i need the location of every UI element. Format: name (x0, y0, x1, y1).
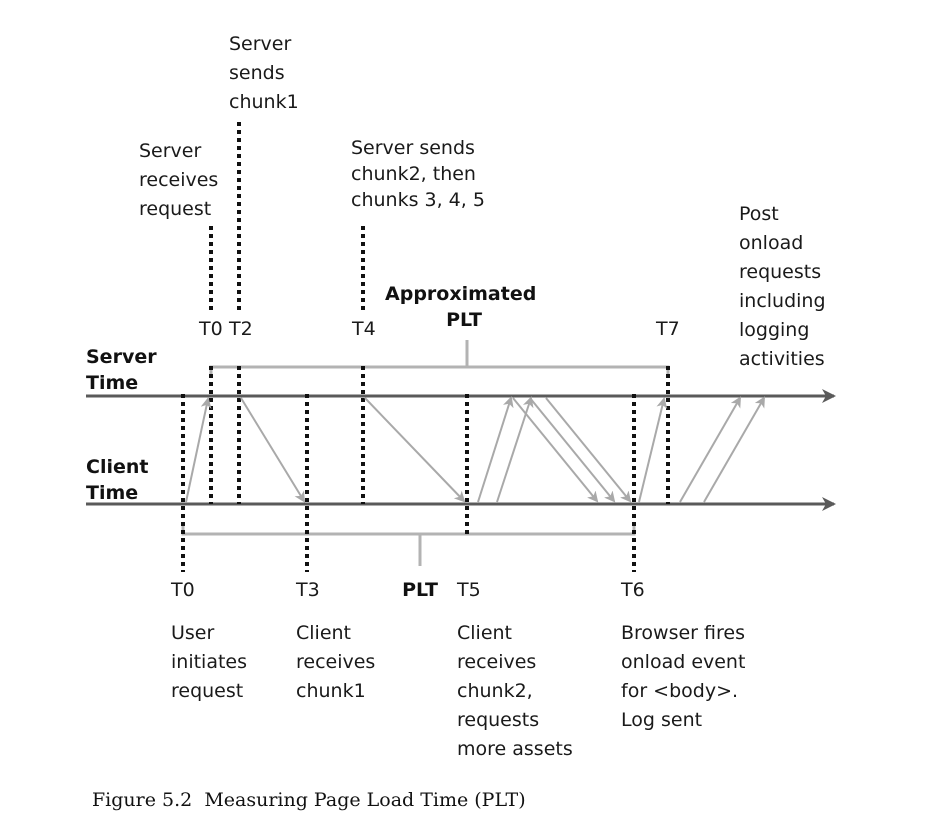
arrow-request (185, 397, 212, 503)
desc-t0: User initiates request (171, 622, 253, 702)
desc-t6: Browser fires onload event for <body>. L… (621, 622, 751, 731)
arrow-chunk3 (512, 397, 599, 503)
event-markers (181, 122, 670, 572)
approximated-plt-bracket (209, 340, 670, 378)
message-arrows (185, 396, 765, 503)
server-timeline: Server Time (86, 346, 836, 403)
desc-t5: Client receives chunk2, requests more as… (457, 622, 573, 760)
label-t0: T0 (170, 579, 195, 601)
desc-t3: Client receives chunk1 (296, 622, 381, 702)
arrow-asset-req-1 (477, 396, 514, 503)
arrow-asset-req-2 (496, 396, 534, 503)
label-t6: T6 (620, 579, 645, 601)
approximated-plt-label: Approximated PLT (385, 283, 543, 331)
arrow-chunk5 (545, 397, 632, 503)
arrow-chunk1 (240, 397, 306, 503)
label-t2: T2 (228, 318, 253, 340)
server-time-label: Server Time (86, 346, 163, 394)
label-t5: T5 (456, 579, 481, 601)
figure-caption: Figure 5.2 Measuring Page Load Time (PLT… (92, 789, 526, 811)
desc-t2: Server sends chunk1 (229, 33, 299, 113)
label-t3: T3 (295, 579, 320, 601)
desc-t1: Server receives request (139, 140, 224, 220)
arrow-chunk2 (364, 397, 466, 503)
arrow-chunk4 (529, 397, 616, 503)
desc-t4: Server sends chunk2, then chunks 3, 4, 5 (351, 137, 485, 211)
arrow-post-onload-1 (679, 396, 741, 503)
desc-t7: Post onload requests including logging a… (739, 203, 832, 370)
label-t4: T4 (351, 318, 376, 340)
client-time-label: Client Time (86, 456, 155, 504)
plt-label: PLT (402, 579, 438, 601)
arrow-log (638, 397, 668, 503)
label-t1: T0 (198, 318, 223, 340)
label-t7: T7 (655, 318, 680, 340)
arrow-post-onload-2 (703, 396, 765, 503)
plt-bracket (181, 523, 636, 566)
